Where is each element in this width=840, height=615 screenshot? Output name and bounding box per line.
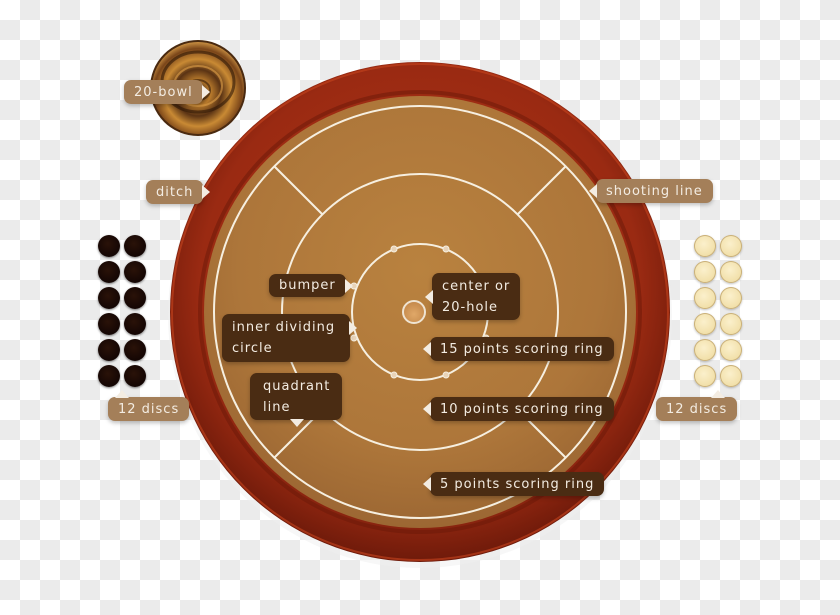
center-hole bbox=[402, 300, 426, 324]
natural-disc[interactable] bbox=[720, 365, 742, 387]
pointer-arrow-icon bbox=[290, 419, 304, 427]
label-text-line1: inner dividing bbox=[232, 320, 336, 335]
black-disc[interactable] bbox=[98, 365, 120, 387]
label-text: shooting line bbox=[606, 183, 703, 199]
black-disc[interactable] bbox=[124, 235, 146, 257]
pointer-arrow-icon bbox=[589, 184, 597, 198]
label-bumper: bumper bbox=[269, 274, 353, 297]
black-disc[interactable] bbox=[98, 313, 120, 335]
label-text: ditch bbox=[156, 184, 194, 200]
black-disc[interactable] bbox=[124, 339, 146, 361]
label-text-line2: 20-hole bbox=[442, 299, 499, 315]
quadrant-line-nw bbox=[273, 165, 323, 215]
label-12-discs-left: 12 discs bbox=[108, 390, 190, 421]
label-shooting-line: shooting line bbox=[589, 179, 713, 203]
label-text-line2: circle bbox=[232, 341, 273, 356]
natural-disc[interactable] bbox=[720, 339, 742, 361]
label-10-points-ring: 10 points scoring ring bbox=[423, 397, 614, 421]
natural-disc[interactable] bbox=[694, 313, 716, 335]
pointer-arrow-icon bbox=[201, 85, 210, 99]
label-inner-dividing-circle: inner dividing circle bbox=[222, 314, 357, 362]
black-disc[interactable] bbox=[98, 287, 120, 309]
black-disc[interactable] bbox=[98, 235, 120, 257]
label-text: 20-bowl bbox=[134, 84, 193, 100]
label-text: bumper bbox=[279, 278, 336, 293]
label-text: 12 discs bbox=[666, 401, 728, 417]
natural-disc[interactable] bbox=[720, 287, 742, 309]
natural-disc[interactable] bbox=[694, 261, 716, 283]
black-disc[interactable] bbox=[98, 261, 120, 283]
pointer-arrow-icon bbox=[423, 402, 431, 416]
pointer-arrow-icon bbox=[425, 289, 433, 304]
pointer-arrow-icon bbox=[423, 342, 431, 356]
label-text-line1: center or bbox=[442, 278, 511, 294]
label-ditch: ditch bbox=[146, 180, 211, 204]
ten-ring-line bbox=[281, 173, 559, 451]
black-disc[interactable] bbox=[124, 365, 146, 387]
label-12-discs-right: 12 discs bbox=[656, 390, 738, 421]
natural-disc[interactable] bbox=[694, 287, 716, 309]
shooting-line bbox=[213, 105, 627, 519]
natural-disc[interactable] bbox=[694, 365, 716, 387]
label-20-bowl: 20-bowl bbox=[124, 80, 210, 104]
natural-disc[interactable] bbox=[694, 339, 716, 361]
black-disc[interactable] bbox=[124, 313, 146, 335]
label-text: 12 discs bbox=[118, 401, 180, 417]
label-15-points-ring: 15 points scoring ring bbox=[423, 337, 614, 361]
label-text: 15 points scoring ring bbox=[440, 341, 604, 357]
label-center-hole: center or 20-hole bbox=[425, 273, 521, 320]
black-disc[interactable] bbox=[124, 287, 146, 309]
pointer-arrow-icon bbox=[423, 477, 431, 491]
label-text: 5 points scoring ring bbox=[440, 476, 595, 492]
natural-disc[interactable] bbox=[694, 235, 716, 257]
label-text-line2: line bbox=[263, 399, 291, 415]
label-text: 10 points scoring ring bbox=[440, 401, 604, 417]
label-5-points-ring: 5 points scoring ring bbox=[423, 472, 605, 496]
pointer-arrow-icon bbox=[115, 390, 129, 398]
pointer-arrow-icon bbox=[711, 390, 725, 398]
natural-disc[interactable] bbox=[720, 235, 742, 257]
black-disc[interactable] bbox=[98, 339, 120, 361]
natural-disc[interactable] bbox=[720, 261, 742, 283]
quadrant-line-ne bbox=[517, 165, 567, 215]
label-quadrant-line: quadrant line bbox=[250, 373, 342, 427]
pointer-arrow-icon bbox=[202, 185, 211, 199]
label-text-line1: quadrant bbox=[263, 378, 331, 394]
pointer-arrow-icon bbox=[349, 321, 357, 335]
pointer-arrow-icon bbox=[344, 278, 353, 293]
black-disc[interactable] bbox=[124, 261, 146, 283]
playing-surface bbox=[204, 96, 636, 528]
natural-disc[interactable] bbox=[720, 313, 742, 335]
